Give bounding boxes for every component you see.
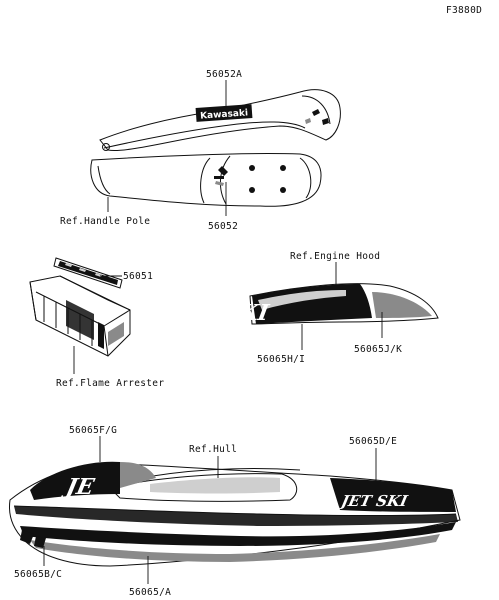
tski-decal-text: TSKI [205, 300, 272, 326]
label-56065HI: 56065H/I [257, 354, 305, 365]
label-56065FG: 56065F/G [69, 425, 117, 436]
label-56051: 56051 [123, 271, 153, 282]
label-56065A: 56065/A [129, 587, 171, 598]
label-ref-engine-hood: Ref.Engine Hood [290, 251, 380, 262]
flame-arrester-drawing [29, 275, 131, 357]
kawasaki-decal-text: Kawasaki [200, 108, 249, 121]
figure-id: F3880D [446, 5, 482, 16]
label-56065DE: 56065D/E [349, 436, 397, 447]
engine-hood-decal: TSKI [205, 283, 439, 326]
label-ref-hull: Ref.Hull [189, 444, 237, 455]
label-ref-handle-pole: Ref.Handle Pole [60, 216, 150, 227]
label-ref-flame-arrester: Ref.Flame Arrester [56, 378, 164, 389]
label-56052: 56052 [208, 221, 238, 232]
handle-pole-upper-drawing: Kawasaki [99, 89, 341, 151]
decal-strip-56051 [53, 257, 123, 289]
kawasaki-decal: Kawasaki [195, 104, 253, 122]
hull-drawing: JE JET SKI [9, 461, 461, 567]
label-56052A: 56052A [206, 69, 242, 80]
handle-pole-lower-drawing [90, 152, 322, 207]
jet-ski-hull-text: JET SKI [337, 492, 410, 510]
label-56065BC: 56065B/C [14, 569, 62, 580]
label-56065JK: 56065J/K [354, 344, 402, 355]
